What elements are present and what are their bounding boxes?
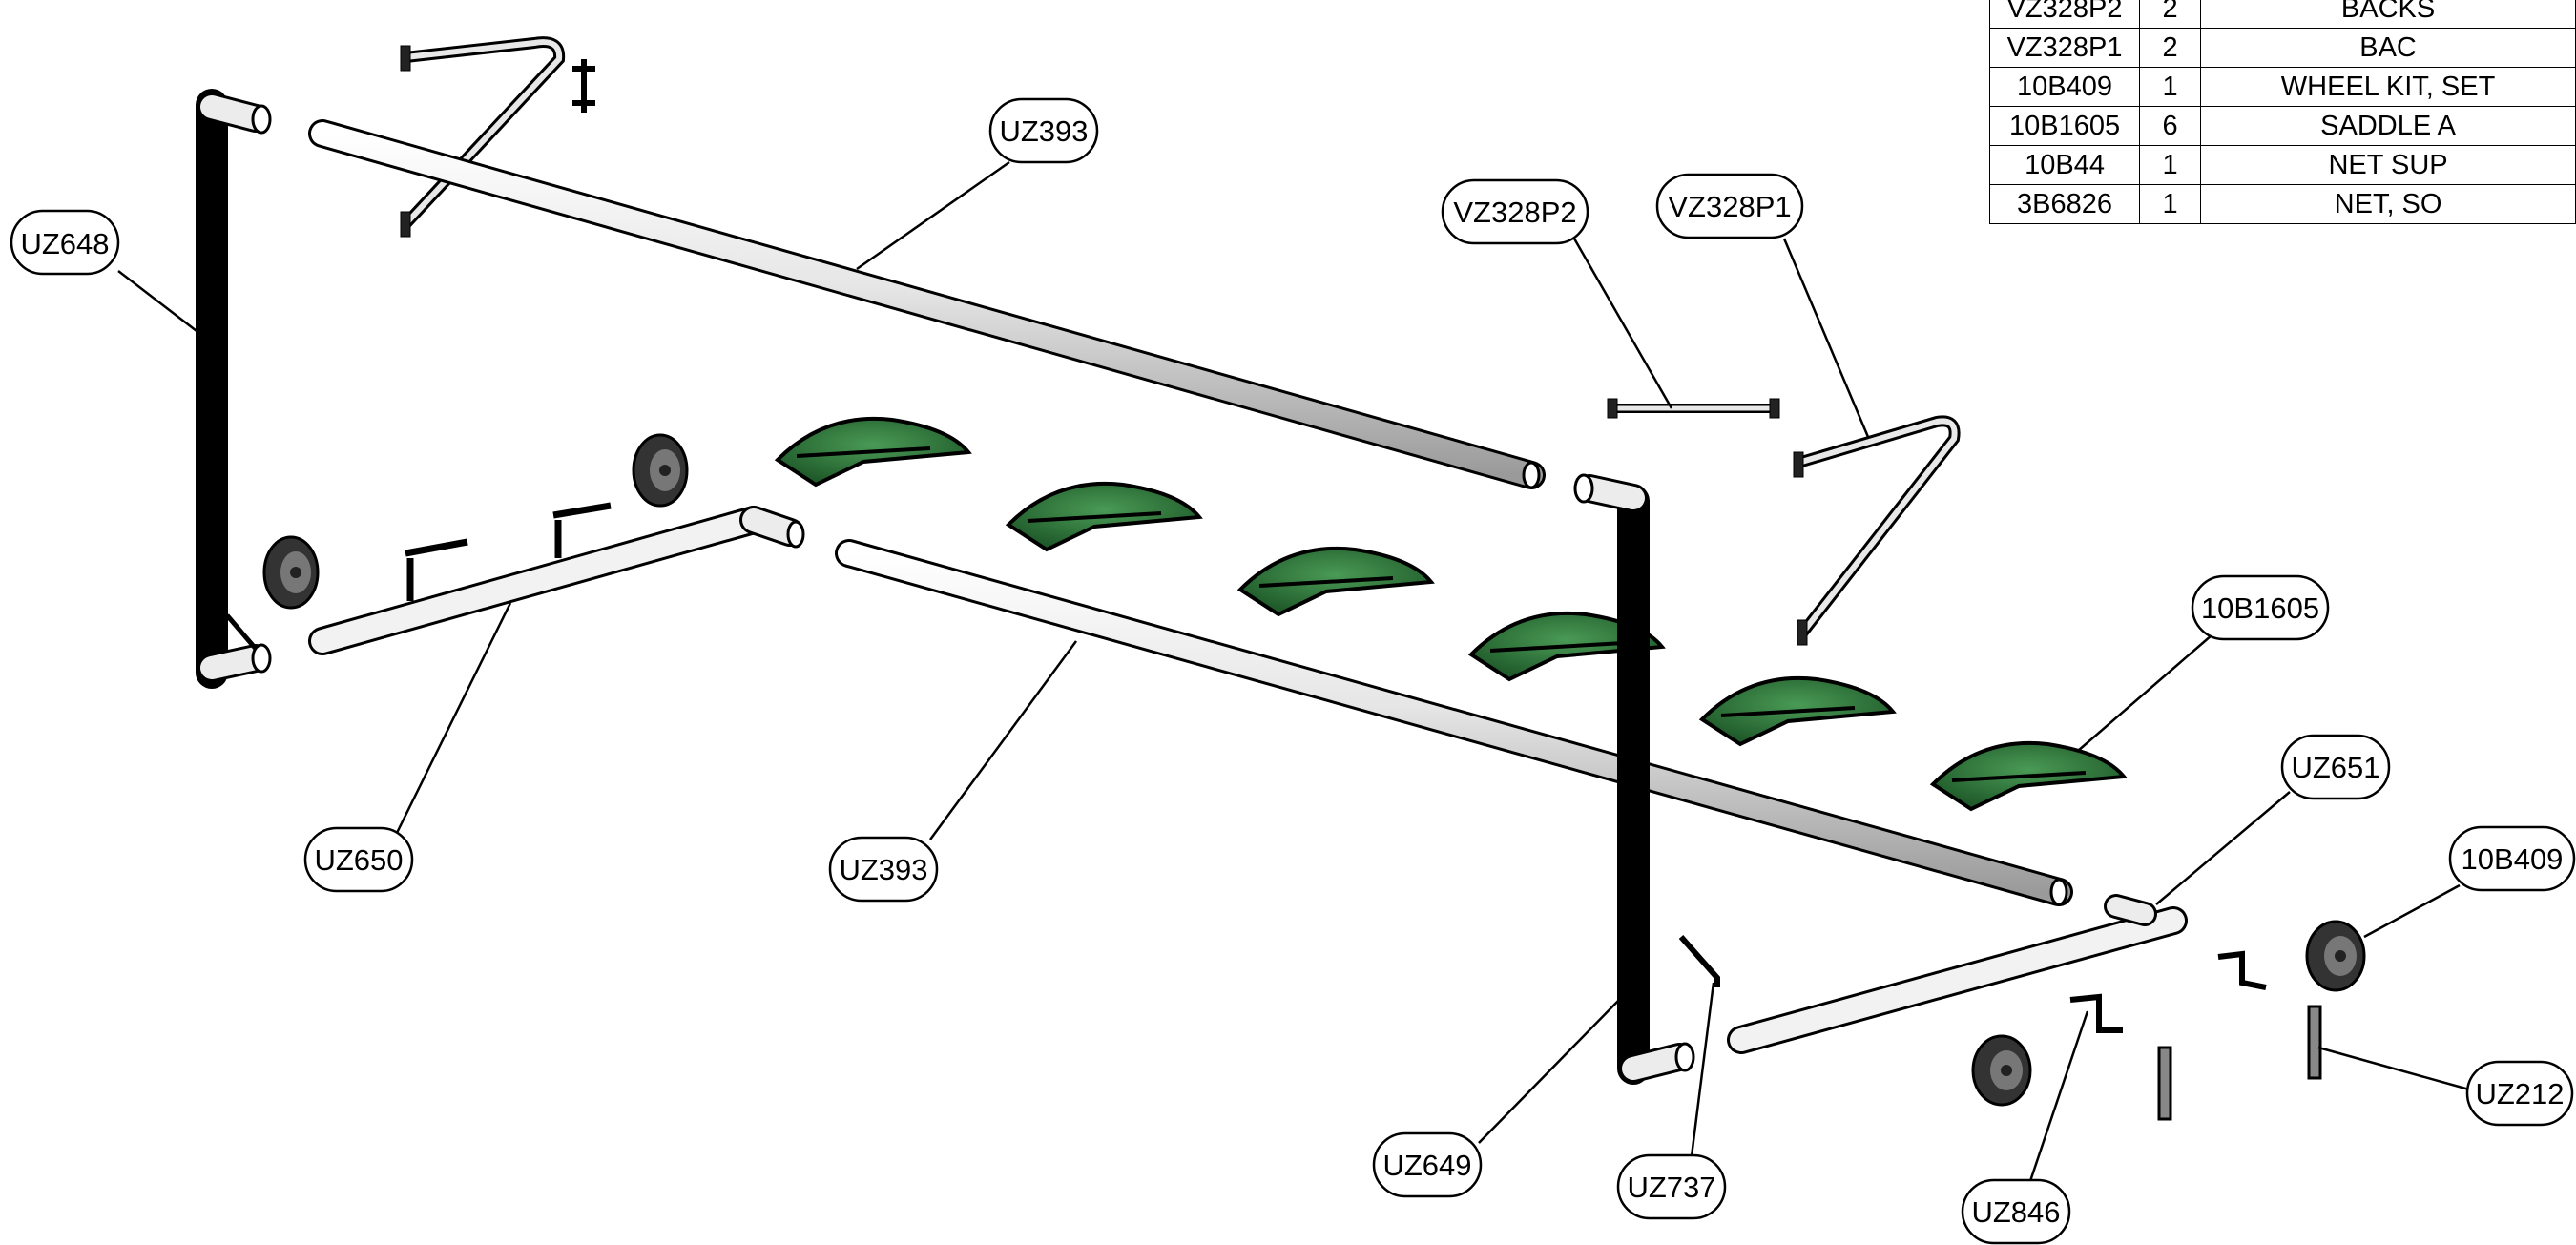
parts-table: VZ328P2 2 BACKS VZ328P1 2 BAC 10B409 1 W…: [1988, 0, 2576, 224]
saddle-group: [774, 416, 2128, 812]
part-number-cell: 10B1605: [1988, 106, 2141, 146]
description-cell: SADDLE A: [2200, 106, 2576, 146]
uz393-top-rail: [308, 119, 1546, 489]
uz648-end-frame: [196, 89, 272, 689]
back-support-top-left: [400, 36, 595, 238]
callout-uz648: UZ648: [10, 209, 120, 276]
part-number-cell: VZ328P2: [1988, 0, 2141, 29]
callout-vz328p1: VZ328P1: [1655, 173, 1804, 239]
callout-uz212: UZ212: [2465, 1060, 2574, 1127]
table-row: 10B44 1 NET SUP: [1988, 145, 2576, 185]
table-row: 10B409 1 WHEEL KIT, SET: [1988, 67, 2576, 107]
part-number-cell: 10B409: [1988, 67, 2141, 107]
uz651-bottom-rail: [1727, 894, 2188, 1054]
wheel-right-front: [1971, 1034, 2032, 1107]
description-cell: BAC: [2200, 28, 2576, 68]
part-number-cell: VZ328P1: [1988, 28, 2141, 68]
uz393-middle-rail: [835, 539, 2073, 906]
svg-text:VZ328P2: VZ328P2: [1453, 196, 1576, 229]
leader-lines: [117, 160, 2470, 1182]
table-row: 3B6826 1 NET, SO: [1988, 184, 2576, 224]
callout-10b409: 10B409: [2448, 825, 2576, 892]
saddle: [1236, 546, 1435, 617]
uz649-end-frame: [1573, 473, 1695, 1085]
callout-uz649: UZ649: [1372, 1131, 1483, 1198]
uz737-bracket: [1678, 935, 1720, 987]
description-cell: BACKS: [2200, 0, 2576, 29]
svg-text:UZ212: UZ212: [2475, 1077, 2564, 1110]
saddle: [1929, 740, 2128, 812]
wheel-left-front: [262, 535, 320, 610]
quantity-cell: 1: [2139, 145, 2202, 185]
callout-uz651: UZ651: [2280, 734, 2391, 800]
table-row: VZ328P1 2 BAC: [1988, 28, 2576, 68]
wheel-left-rear: [632, 433, 689, 508]
table-row: 10B1605 6 SADDLE A: [1988, 106, 2576, 146]
svg-text:10B1605: 10B1605: [2201, 591, 2319, 625]
quantity-cell: 6: [2139, 106, 2202, 146]
description-cell: NET, SO: [2200, 184, 2576, 224]
description-cell: NET SUP: [2200, 145, 2576, 185]
callout-uz393-top: UZ393: [988, 97, 1099, 164]
svg-text:UZ650: UZ650: [314, 843, 403, 877]
quantity-cell: 1: [2139, 67, 2202, 107]
callout-vz328p2: VZ328P2: [1441, 178, 1589, 245]
svg-text:UZ737: UZ737: [1627, 1171, 1715, 1204]
svg-text:UZ651: UZ651: [2291, 751, 2379, 784]
part-number-cell: 3B6826: [1988, 184, 2141, 224]
svg-text:UZ846: UZ846: [1971, 1195, 2060, 1229]
saddle: [1467, 611, 1666, 682]
uz650-bottom-rail: [308, 502, 805, 655]
svg-text:UZ393: UZ393: [839, 853, 927, 886]
saddle: [1005, 481, 1203, 552]
svg-text:UZ649: UZ649: [1382, 1149, 1471, 1182]
uz846-bracket: [2069, 950, 2267, 1033]
callout-10b1605: 10B1605: [2191, 574, 2330, 641]
wheel-right-rear: [2305, 920, 2366, 992]
table-row: VZ328P2 2 BACKS: [1988, 0, 2576, 29]
svg-text:10B409: 10B409: [2462, 842, 2564, 876]
svg-text:VZ328P1: VZ328P1: [1668, 190, 1791, 223]
description-cell: WHEEL KIT, SET: [2200, 67, 2576, 107]
quantity-cell: 2: [2139, 28, 2202, 68]
uz212-post: [2157, 1005, 2322, 1121]
saddle: [1698, 675, 1897, 747]
callout-uz393-bottom: UZ393: [828, 836, 939, 903]
quantity-cell: 1: [2139, 184, 2202, 224]
vz328p1-back-support: [1793, 415, 1961, 646]
callout-uz650: UZ650: [303, 826, 414, 893]
callout-uz737: UZ737: [1616, 1153, 1727, 1220]
vz328p2-backstop: [1607, 398, 1780, 419]
part-number-cell: 10B44: [1988, 145, 2141, 185]
svg-text:UZ648: UZ648: [20, 227, 109, 260]
saddle: [774, 416, 972, 488]
svg-text:UZ393: UZ393: [999, 114, 1088, 148]
quantity-cell: 2: [2139, 0, 2202, 29]
callout-uz846: UZ846: [1961, 1178, 2071, 1245]
